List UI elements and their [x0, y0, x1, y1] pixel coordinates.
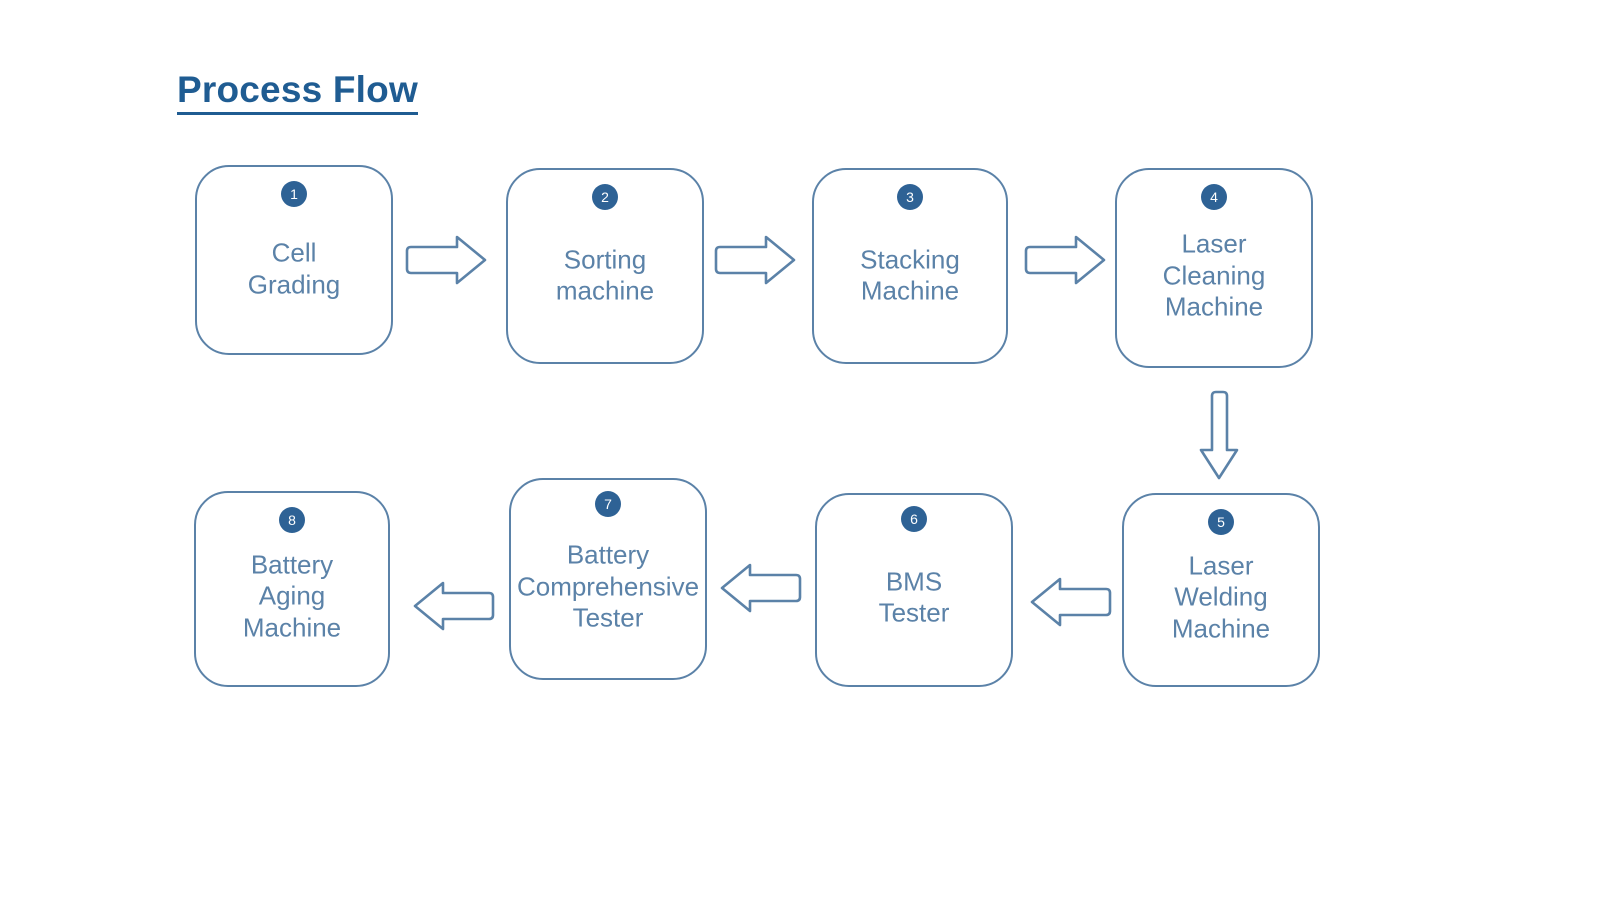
arrow-6-to-7	[714, 562, 804, 614]
step-badge-4: 4	[1201, 184, 1227, 210]
process-node-5[interactable]: 5 Laser Welding Machine	[1122, 493, 1320, 687]
process-node-1[interactable]: 1 Cell Grading	[195, 165, 393, 355]
step-badge-1: 1	[281, 181, 307, 207]
process-node-label-4: Laser Cleaning Machine	[1162, 228, 1266, 322]
arrow-4-to-5	[1198, 390, 1240, 482]
arrow-5-to-6	[1024, 576, 1114, 628]
process-node-2[interactable]: 2 Sorting machine	[506, 168, 704, 364]
process-node-label-5: Laser Welding Machine	[1171, 550, 1271, 644]
process-node-6[interactable]: 6 BMS Tester	[815, 493, 1013, 687]
page-title: Process Flow	[177, 70, 418, 115]
process-node-label-1: Cell Grading	[247, 237, 341, 300]
process-node-label-7: Battery Comprehensive Tester	[516, 539, 700, 633]
arrow-1-to-2	[403, 234, 489, 286]
process-node-4[interactable]: 4 Laser Cleaning Machine	[1115, 168, 1313, 368]
step-badge-2: 2	[592, 184, 618, 210]
arrow-3-to-4	[1022, 234, 1108, 286]
step-badge-7: 7	[595, 491, 621, 517]
process-node-3[interactable]: 3 Stacking Machine	[812, 168, 1008, 364]
process-node-7[interactable]: 7 Battery Comprehensive Tester	[509, 478, 707, 680]
step-badge-6: 6	[901, 506, 927, 532]
step-badge-8: 8	[279, 507, 305, 533]
process-node-label-8: Battery Aging Machine	[242, 549, 342, 643]
arrow-2-to-3	[712, 234, 798, 286]
process-node-8[interactable]: 8 Battery Aging Machine	[194, 491, 390, 687]
process-node-label-3: Stacking Machine	[860, 243, 960, 306]
arrow-7-to-8	[407, 580, 497, 632]
step-badge-3: 3	[897, 184, 923, 210]
process-node-label-6: BMS Tester	[878, 565, 950, 628]
step-badge-5: 5	[1208, 509, 1234, 535]
process-node-label-2: Sorting machine	[555, 243, 655, 306]
